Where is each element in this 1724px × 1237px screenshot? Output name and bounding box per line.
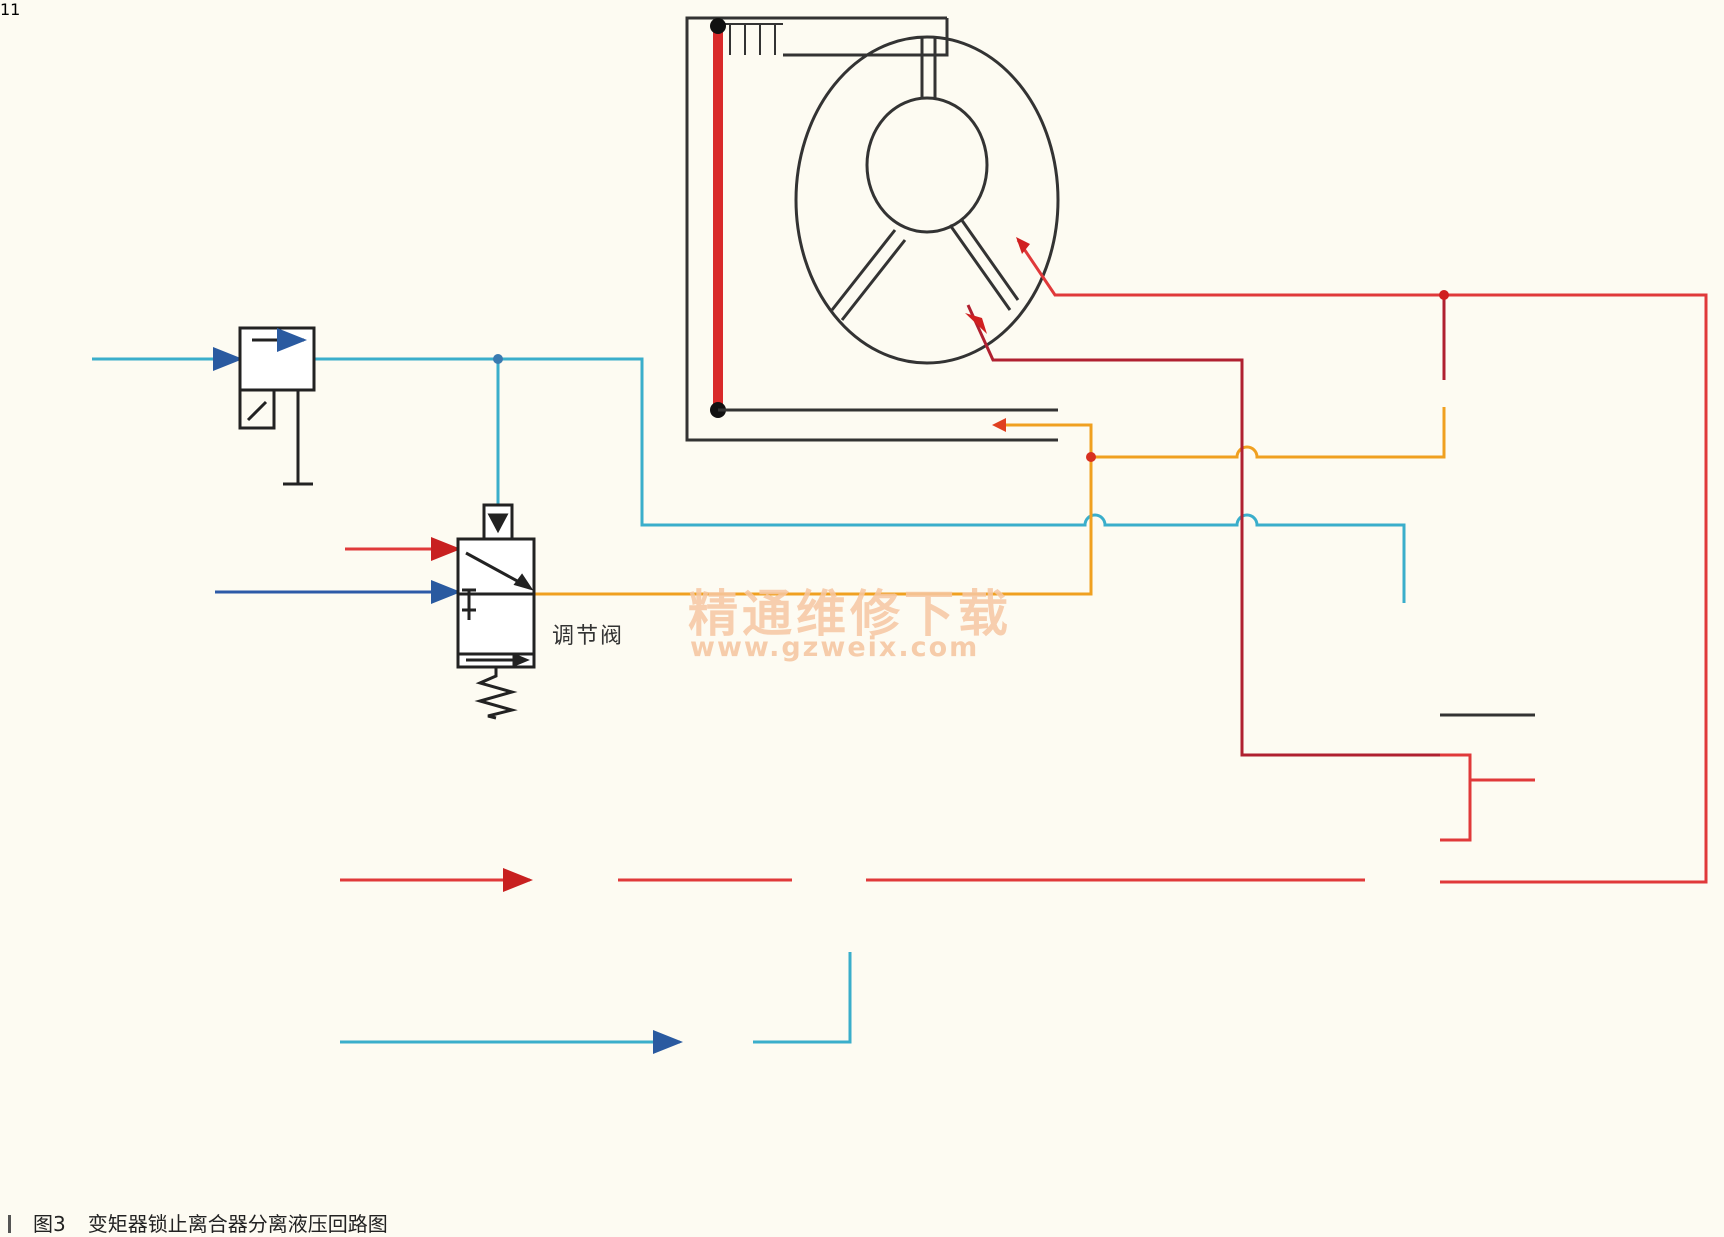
converter-hub (865, 96, 989, 234)
orange-junction (1086, 452, 1096, 462)
watermark-title: 精通维修下载 (688, 585, 1012, 643)
converter-outlet-arrow (992, 418, 1006, 432)
watermark-url: www.gzweix.com (690, 632, 980, 663)
signal-junction (493, 354, 503, 364)
converter-apply-arrow (1016, 237, 1030, 254)
converter-apply-line (1016, 239, 1708, 884)
signal-line-bottom (753, 952, 852, 1044)
shift-valve-loop (1440, 753, 1472, 842)
figure-title: 变矩器锁止离合器分离液压回路图 (87, 1212, 388, 1236)
red-junction (1439, 290, 1449, 300)
hydraulic-lines (92, 237, 1708, 1054)
converter-torus (794, 35, 1060, 365)
converter-blades (830, 38, 1020, 321)
regulator-valve (456, 503, 536, 720)
converter-release-line (966, 304, 1440, 757)
signal-line-top (314, 357, 1406, 603)
clutch-plates (722, 23, 783, 55)
valve-number-label: 11 (0, 0, 21, 19)
figure-caption: 图3 变矩器锁止离合器分离液压回路图 (8, 1208, 388, 1237)
regulator-spring (474, 667, 518, 720)
converter-housing (685, 16, 1058, 442)
figure-number: 图3 (33, 1212, 66, 1236)
torque-converter (685, 16, 1060, 442)
regulated-pressure-line (534, 423, 1093, 596)
converter-release-arrow (965, 313, 987, 334)
piston-pivot-top (710, 18, 726, 34)
solenoid-valve-top (238, 326, 316, 486)
converter-housing-inner (783, 18, 949, 57)
cooler-return-line (1091, 407, 1446, 459)
caption-bar (8, 1215, 11, 1233)
regulator-valve-label: 调节阀 (552, 624, 625, 649)
